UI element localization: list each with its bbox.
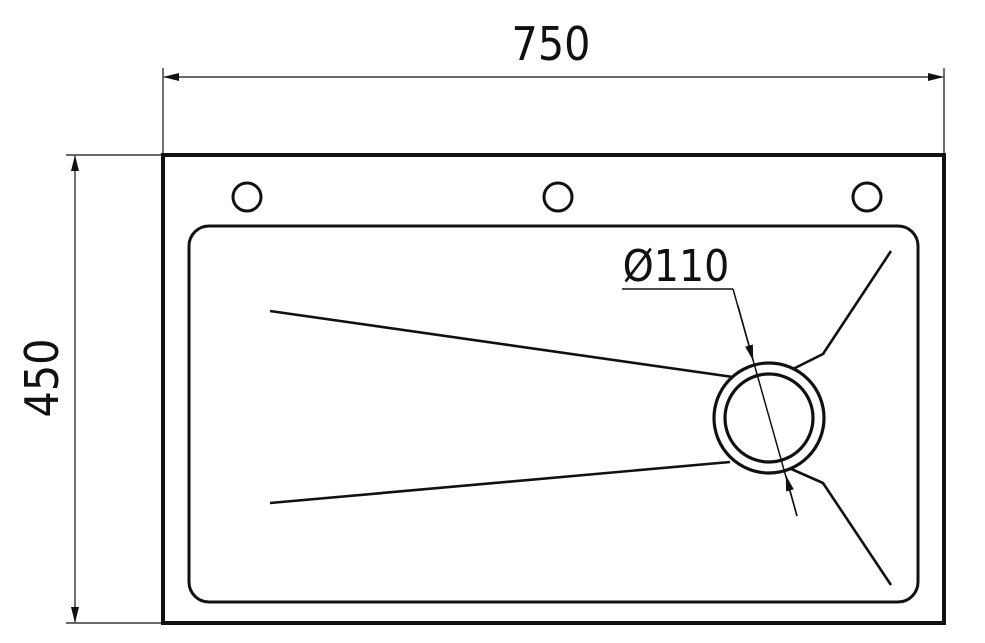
slope-line-upper-right bbox=[790, 250, 893, 372]
drain-inner-ring bbox=[723, 372, 815, 464]
width-label: 750 bbox=[512, 17, 591, 71]
mounting-hole-center bbox=[542, 181, 574, 213]
slope-line-upper-left bbox=[269, 309, 734, 379]
drain-slope-lines bbox=[269, 250, 893, 586]
mounting-hole-left bbox=[231, 181, 263, 213]
diameter-arrow-bottom bbox=[785, 475, 798, 517]
drain-diameter-label: Ø110 bbox=[623, 241, 730, 292]
slope-line-lower-right bbox=[788, 466, 893, 586]
height-dimension: 450 bbox=[15, 154, 162, 624]
mounting-hole-right bbox=[851, 181, 883, 213]
bowl-outline bbox=[187, 224, 920, 604]
sink-outer-outline bbox=[161, 153, 946, 625]
diameter-arrow-top bbox=[737, 305, 754, 361]
height-label: 450 bbox=[15, 339, 69, 418]
drain-diameter-callout: Ø110 bbox=[622, 241, 798, 517]
width-dimension: 750 bbox=[162, 17, 945, 156]
slope-line-lower-left bbox=[269, 460, 731, 505]
